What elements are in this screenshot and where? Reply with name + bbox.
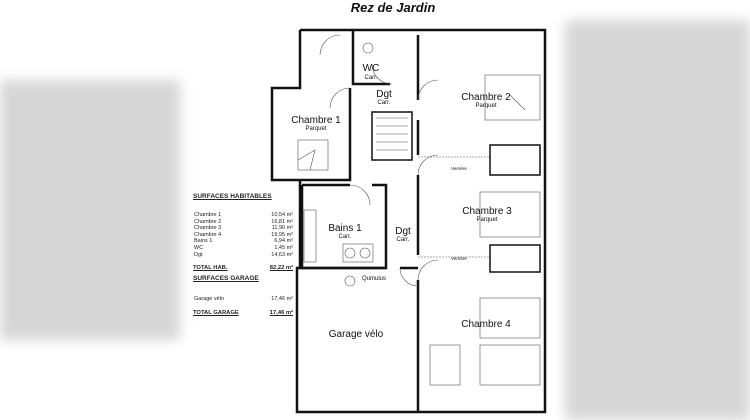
- furniture: [297, 34, 541, 386]
- surfaces-garage-heading: SURFACES GARAGE: [193, 275, 259, 283]
- room-name: Chambre 2: [194, 218, 222, 225]
- room-area: 14,63 m²: [271, 251, 293, 258]
- blurred-region-left: [0, 80, 180, 340]
- chambre2-floor: Parquet: [475, 103, 496, 109]
- verriere-label: Verrière: [451, 256, 467, 261]
- total-hab-label: TOTAL HAB.: [193, 265, 228, 272]
- total-hab: TOTAL HAB. 82,22 m²: [193, 265, 293, 271]
- blurred-region-right: [565, 20, 750, 420]
- surfaces-table: SURFACES HABITABLES Chambre 1 10,54 m² Ch…: [193, 193, 293, 320]
- room-name: WC: [194, 244, 204, 251]
- chambre4-label: Chambre 4: [461, 319, 511, 330]
- surface-row: Chambre 3 11,90 m²: [193, 225, 293, 232]
- room-area: 17,46 m²: [271, 296, 293, 303]
- surface-row: Chambre 2 16,81 m²: [193, 219, 293, 226]
- room-labels: WC Carr. Dgt Carr. Chambre 1 Parquet Cha…: [291, 63, 512, 340]
- room-area: 1,45 m²: [274, 244, 293, 251]
- qumulus-label: Qumulus: [362, 276, 386, 282]
- dgt1-label: Dgt: [376, 89, 392, 100]
- plan-title: Rez de Jardin: [350, 0, 436, 15]
- surface-row: Garage vélo 17,46 m²: [193, 296, 293, 303]
- bains1-label: Bains 1: [328, 223, 362, 234]
- chambre1-floor: Parquet: [305, 126, 326, 132]
- room-area: 10,54 m²: [271, 212, 293, 218]
- chambre3-floor: Parquet: [476, 217, 497, 223]
- chambre3-label: Chambre 3: [462, 206, 512, 217]
- total-garage-label: TOTAL GARAGE: [193, 309, 239, 316]
- surface-row: Chambre 1 10,54 m²: [193, 212, 293, 219]
- chambre2-label: Chambre 2: [461, 92, 511, 103]
- dgt2-floor: Carr.: [396, 237, 409, 243]
- room-name: Dgt: [194, 251, 203, 258]
- room-area: 11,90 m²: [271, 225, 293, 232]
- surface-row: WC 1,45 m²: [193, 245, 293, 252]
- dgt1-floor: Carr.: [377, 100, 390, 106]
- surface-row: Dgt 14,63 m²: [193, 252, 293, 259]
- room-area: 19,95 m²: [271, 231, 293, 238]
- bains1-floor: Carr.: [338, 234, 351, 240]
- room-name: Chambre 4: [194, 231, 222, 238]
- total-hab-value: 82,22 m²: [269, 265, 293, 272]
- room-area: 16,81 m²: [271, 218, 293, 225]
- surfaces-habitables-heading: SURFACES HABITABLES: [193, 193, 272, 200]
- room-area: 6,94 m²: [274, 238, 293, 245]
- chambre1-label: Chambre 1: [291, 115, 341, 126]
- verriere-label: Verrière: [451, 166, 467, 171]
- room-name: Garage vélo: [194, 296, 224, 303]
- garage-label: Garage vélo: [329, 329, 384, 340]
- total-garage-value: 17,46 m²: [269, 309, 293, 316]
- dgt2-label: Dgt: [395, 226, 411, 237]
- surface-row: Bains 1 6,94 m²: [193, 238, 293, 245]
- surface-row: Chambre 4 19,95 m²: [193, 232, 293, 239]
- room-name: Bains 1: [194, 238, 213, 245]
- wc-label: WC: [363, 63, 380, 74]
- total-garage: TOTAL GARAGE 17,46 m²: [193, 310, 293, 316]
- room-name: Chambre 1: [194, 212, 222, 218]
- room-name: Chambre 3: [194, 225, 222, 232]
- wc-floor: Carr.: [364, 75, 377, 81]
- walls: [270, 28, 547, 414]
